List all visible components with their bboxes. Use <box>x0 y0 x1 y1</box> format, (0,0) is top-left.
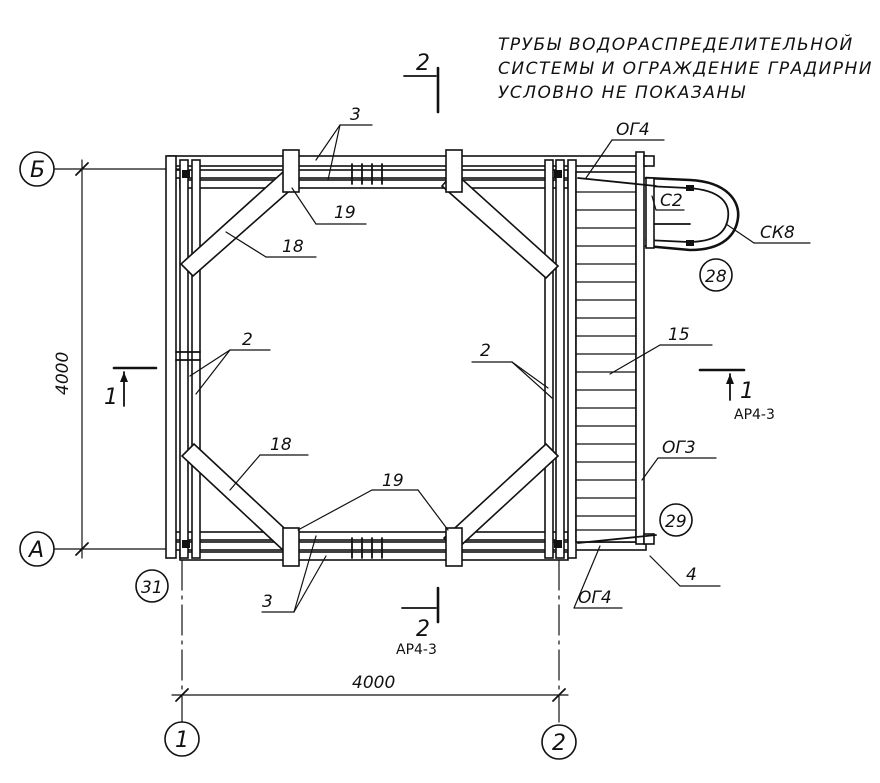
left-column-splice <box>175 351 201 361</box>
top-beam-mid <box>167 169 569 179</box>
ladder-cage <box>644 176 740 252</box>
bottom-beam-inner <box>167 531 569 541</box>
callout-4: 4 <box>649 555 721 587</box>
gusset-bottom-left <box>282 527 300 567</box>
right-column-inner <box>544 159 554 559</box>
callout-3-top: 3 <box>315 105 373 181</box>
callout-18-top: 18 <box>225 231 317 258</box>
dimension-horizontal: 4000 <box>171 673 569 702</box>
section-2-bottom-label: 2 <box>416 617 430 642</box>
section-1-right-ref: АР4-3 <box>734 407 775 423</box>
gusset-top-left <box>282 149 300 193</box>
section-1-left-label: 1 <box>104 385 118 410</box>
section-2-bottom-ref: АР4-3 <box>396 642 437 658</box>
grid-axes: Б А 1 2 <box>19 151 577 760</box>
callout-2-right-label: 2 <box>480 341 491 361</box>
callout-c2-label: С2 <box>660 191 683 211</box>
circled-tag-29-label: 29 <box>665 512 687 532</box>
dimension-horizontal-value: 4000 <box>352 673 395 693</box>
gusset-plates <box>282 149 463 567</box>
callout-og4-top: ОГ4 <box>585 120 665 179</box>
top-beam-inner <box>179 179 569 189</box>
og4-top-tie <box>577 177 657 187</box>
section-2-top-label: 2 <box>416 51 430 76</box>
callout-og4-bottom-label: ОГ4 <box>578 588 612 608</box>
note-line-1: ТРУБЫ ВОДОРАСПРЕДЕЛИТЕЛЬНОЙ <box>498 33 854 55</box>
callout-18-bottom: 18 <box>229 435 309 491</box>
axis-2-bubble <box>541 724 577 760</box>
left-column-outer <box>165 155 177 559</box>
section-1-right: 1 АР4-3 <box>698 368 775 423</box>
callout-3-bottom: 3 <box>261 535 327 613</box>
section-1-left: 1 <box>104 366 158 410</box>
circled-tag-28-label: 28 <box>705 267 727 287</box>
top-beam-splice <box>351 163 383 185</box>
dimension-vertical-value: 4000 <box>53 352 73 395</box>
section-2-top: 2 <box>403 51 440 114</box>
callout-2-left-label: 2 <box>242 330 253 350</box>
callout-sk8: СК8 <box>725 223 811 244</box>
gusset-top-right <box>445 149 463 193</box>
callout-og4-bottom: ОГ4 <box>573 545 623 609</box>
gusset-bottom-right <box>445 527 463 567</box>
frame-structure <box>165 149 740 567</box>
axis-b-bubble <box>19 151 55 187</box>
axis-b-label: Б <box>30 158 45 183</box>
callout-19-bottom-label: 19 <box>382 471 404 491</box>
circled-tag-31: 31 <box>135 569 169 603</box>
note-line-2: СИСТЕМЫ И ОГРАЖДЕНИЕ ГРАДИРНИ <box>498 59 873 79</box>
bottom-beam-outer <box>179 551 569 561</box>
platform-edge-beam <box>635 151 645 545</box>
callout-2-right: 2 <box>471 341 553 399</box>
callout-2-left: 2 <box>189 330 271 395</box>
callout-3-top-label: 3 <box>350 105 361 125</box>
callout-c2: С2 <box>651 191 685 211</box>
og4-bottom-tie <box>577 534 657 544</box>
right-column-outer <box>567 159 577 559</box>
axis-2-label: 2 <box>552 731 566 756</box>
platform-end-cap-top <box>643 155 655 167</box>
axis-a-label: А <box>27 538 44 563</box>
axis-1-label: 1 <box>175 728 189 753</box>
callout-og3-label: ОГ3 <box>662 438 696 458</box>
callout-19-top: 19 <box>291 187 367 225</box>
section-2-bottom: 2 АР4-3 <box>396 586 440 658</box>
dimension-vertical: 4000 <box>53 159 89 559</box>
axis-a-bubble <box>19 531 55 567</box>
circled-tag-29: 29 <box>659 503 693 537</box>
general-note: ТРУБЫ ВОДОРАСПРЕДЕЛИТЕЛЬНОЙ СИСТЕМЫ И ОГ… <box>498 33 873 103</box>
note-line-3: УСЛОВНО НЕ ПОКАЗАНЫ <box>498 83 746 103</box>
platform-end-cap-bottom <box>643 533 655 545</box>
callout-18-top-label: 18 <box>282 237 304 257</box>
callout-sk8-label: СК8 <box>760 223 795 243</box>
callout-19-top-label: 19 <box>334 203 356 223</box>
section-1-right-label: 1 <box>740 379 754 404</box>
left-column-mid <box>179 159 189 559</box>
callout-15: 15 <box>609 325 713 375</box>
corner-details <box>182 170 562 548</box>
right-column-mid <box>555 159 565 559</box>
left-column-inner <box>191 159 201 559</box>
callout-15-label: 15 <box>668 325 690 345</box>
callout-og4-top-label: ОГ4 <box>616 120 650 140</box>
platform-grating <box>575 191 637 531</box>
callout-og3: ОГ3 <box>641 438 717 481</box>
callout-19-bottom: 19 <box>297 471 449 531</box>
ladder-cage-hoop <box>644 176 740 252</box>
bottom-beam-splice <box>351 537 383 559</box>
callout-3-bottom-label: 3 <box>262 592 273 612</box>
callout-4-label: 4 <box>686 565 697 585</box>
circled-tag-28: 28 <box>699 258 733 292</box>
callout-18-bottom-label: 18 <box>270 435 292 455</box>
axis-1-bubble <box>164 721 200 757</box>
braces <box>179 170 560 554</box>
circled-tag-31-label: 31 <box>141 578 163 598</box>
